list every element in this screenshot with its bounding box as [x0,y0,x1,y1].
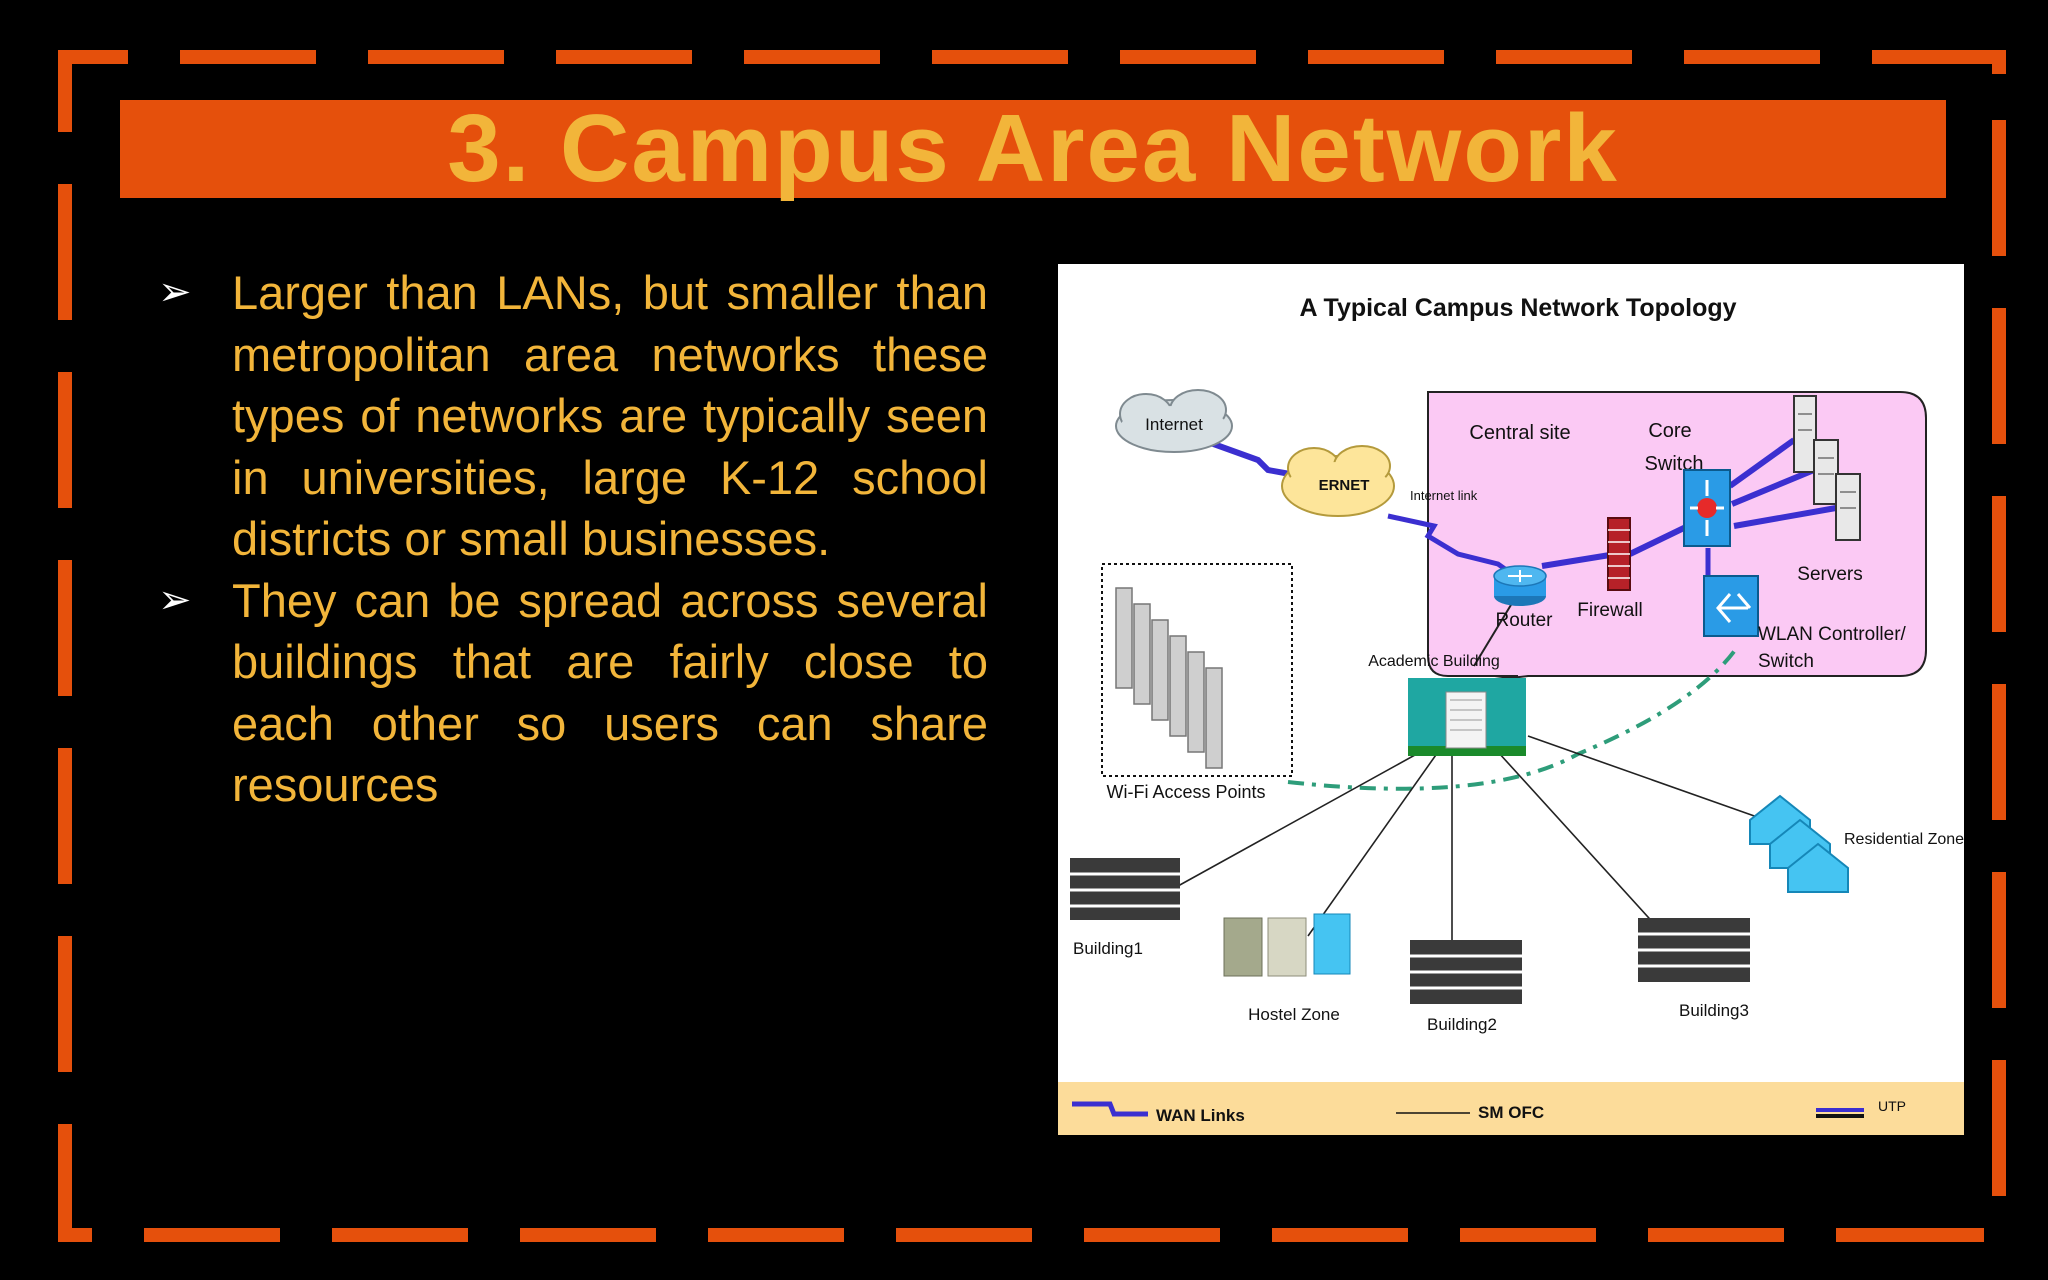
frame-dash [1084,1228,1220,1242]
firewall-label: Firewall [1577,600,1642,621]
residential-zone-icon [1749,794,1849,893]
bullet-item: ➢ Larger than LANs, but smaller than met… [150,262,988,570]
frame-dash [1992,684,2006,820]
internet-cloud-icon [1115,389,1233,453]
frame-dash [1992,308,2006,444]
frame-dash [708,1228,844,1242]
bullet-text: They can be spread across several buildi… [232,573,988,812]
network-diagram: A Typical Campus Network Topology Intern… [1058,264,1964,1135]
central-site-label: Central site [1469,422,1570,444]
frame-dash [932,50,1068,64]
frame-dash [1648,1228,1784,1242]
frame-dash [1992,496,2006,632]
diagram-title: A Typical Campus Network Topology [1299,294,1736,322]
wlan-controller-label-line1: WLAN Controller/ [1758,624,1907,645]
bullet-item: ➢ They can be spread across several buil… [150,570,988,816]
internet-label: Internet [1145,415,1203,434]
building3-icon [1638,918,1750,982]
bullet-arrow-icon: ➢ [158,270,192,314]
building3-label: Building3 [1679,1001,1749,1020]
core-switch-label-line1: Core [1648,420,1691,442]
hostel-zone-label: Hostel Zone [1248,1005,1340,1024]
ofc-link-residential [1527,735,1761,819]
wlan-controller-icon [1703,575,1759,637]
wan-link-ernet-router [1387,513,1514,577]
frame-dash [332,1228,468,1242]
wan-link-internet-ernet [1206,439,1291,477]
frame-dash [368,50,504,64]
frame-dash [144,1228,280,1242]
frame-dash [1836,1228,1984,1242]
frame-dash [58,50,128,64]
wifi-access-points-icon [1115,587,1223,769]
academic-building-label: Academic Building [1368,653,1500,670]
legend-bar [1058,1082,1964,1135]
frame-dash [58,184,72,320]
frame-dash [1992,50,2006,74]
wifi-access-points-box [1101,563,1293,777]
frame-dash [1992,1060,2006,1196]
utp-link-core-server2 [1730,467,1816,507]
frame-dash [1272,1228,1408,1242]
frame-dash [1496,50,1632,64]
servers-label: Servers [1797,564,1862,585]
core-switch-icon [1683,469,1731,547]
ofc-link-building3 [1497,751,1659,929]
wireless-link [1287,644,1740,791]
bullet-text: Larger than LANs, but smaller than metro… [232,266,988,565]
legend-smofc-label: SM OFC [1478,1103,1544,1122]
frame-dash [896,1228,1032,1242]
frame-dash [1460,1228,1596,1242]
frame-dash [58,936,72,1072]
frame-dash [1992,872,2006,1008]
legend-wan-label: WAN Links [1156,1106,1245,1125]
building2-icon [1410,940,1522,1004]
academic-building-icon [1408,678,1526,756]
frame-dash [520,1228,656,1242]
slide-title: 3. Campus Area Network [447,95,1619,202]
router-icon [1493,565,1547,606]
utp-link-router-firewall [1541,551,1617,569]
hostel-zone-icon [1223,913,1351,977]
legend-wan-icon [1072,1101,1148,1117]
ofc-link-building1 [1177,749,1425,887]
frame-dash [58,1228,92,1242]
wlan-controller-label-line2: Switch [1758,651,1814,672]
residential-zone-label: Residential Zone [1844,831,1964,848]
frame-dash [744,50,880,64]
building2-label: Building2 [1427,1015,1497,1034]
wifi-access-points-label: Wi-Fi Access Points [1106,782,1265,802]
utp-link-core-server1 [1728,437,1796,489]
internet-link-label: Internet link [1410,488,1478,503]
utp-link-firewall-core [1628,523,1690,557]
frame-dash [1992,120,2006,256]
frame-dash [58,1124,72,1242]
frame-dash [58,372,72,508]
bullet-arrow-icon: ➢ [158,577,192,622]
utp-link-core-server3 [1733,505,1837,529]
legend-utp-label: UTP [1878,1098,1906,1114]
frame-dash [58,50,72,132]
legend-utp-icon [1816,1108,1864,1118]
building1-label: Building1 [1073,939,1143,958]
frame-dash [1872,50,2006,64]
firewall-icon [1607,517,1631,591]
frame-dash [180,50,316,64]
frame-dash [58,748,72,884]
router-label: Router [1495,610,1553,631]
servers-icon [1793,395,1861,541]
title-bar: 3. Campus Area Network [120,100,1946,198]
bullet-list: ➢ Larger than LANs, but smaller than met… [150,262,988,816]
ernet-cloud-icon [1281,445,1395,517]
ernet-label: ERNET [1319,477,1370,494]
frame-dash [58,560,72,696]
frame-dash [1308,50,1444,64]
frame-dash [1684,50,1820,64]
frame-dash [1120,50,1256,64]
ofc-link-hostel [1307,751,1439,937]
building1-icon [1070,858,1180,920]
frame-dash [556,50,692,64]
